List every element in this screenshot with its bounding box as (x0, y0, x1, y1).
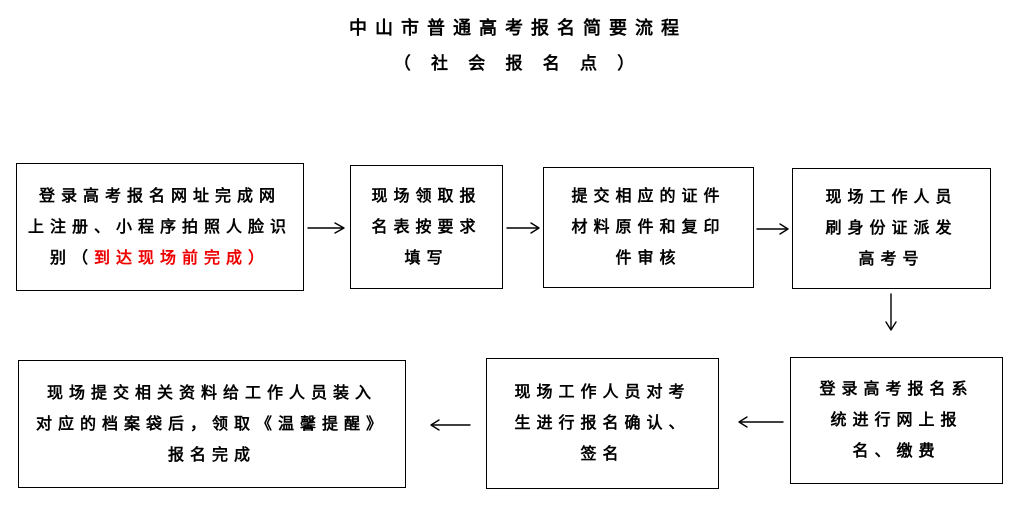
flow-step-5-online-signup-pay: 登录高考报名系 统进行网上报 名、缴费 (790, 357, 1003, 484)
flow-step-2-text: 现场领取报 名表按要求 填写 (371, 187, 482, 267)
flow-step-7-finish: 现场提交相关资料给工作人员装入 对应的档案袋后，领取《温馨提醒》 报名完成 (18, 360, 406, 488)
flow-step-1-text-black: 登录高考报名网址完成网 上注册、小程序拍照人脸识 别（ (27, 187, 292, 267)
flow-step-3-submit-documents: 提交相应的证件 材料原件和复印 件审核 (543, 167, 754, 288)
flow-step-7-text: 现场提交相关资料给工作人员装入 对应的档案袋后，领取《温馨提醒》 报名完成 (35, 384, 388, 464)
arrow-step5-to-step6-icon (738, 416, 784, 428)
flow-step-1-text: 登录高考报名网址完成网 上注册、小程序拍照人脸识 别（到达现场前完成） (28, 181, 292, 274)
flow-step-4-text: 现场工作人员 刷身份证派发 高考号 (825, 189, 958, 268)
flow-step-5-text: 登录高考报名系 统进行网上报 名、缴费 (819, 381, 974, 460)
flow-step-6-confirm-sign: 现场工作人员对考 生进行报名确认、 签名 (486, 358, 719, 489)
page-title: 中山市普通高考报名简要流程 (349, 18, 687, 38)
arrow-step1-to-step2-icon (307, 222, 345, 234)
arrow-step4-to-step5-icon (885, 293, 897, 331)
flow-step-1-online-register: 登录高考报名网址完成网 上注册、小程序拍照人脸识 别（到达现场前完成） (16, 163, 304, 291)
arrow-step6-to-step7-icon (430, 419, 471, 431)
arrow-step3-to-step4-icon (756, 223, 789, 235)
flow-step-6-text: 现场工作人员对考 生进行报名确认、 签名 (514, 384, 691, 463)
flow-step-4-issue-exam-number: 现场工作人员 刷身份证派发 高考号 (792, 168, 991, 289)
arrow-step2-to-step3-icon (506, 222, 540, 234)
page-subtitle: （ 社 会 报 名 点 ） (393, 54, 643, 73)
flow-step-3-text: 提交相应的证件 材料原件和复印 件审核 (571, 188, 726, 267)
flow-step-1-text-red: 到达现场前完成） (93, 249, 270, 267)
flow-step-2-get-form: 现场领取报 名表按要求 填写 (350, 165, 503, 289)
page-heading: 中山市普通高考报名简要流程 （ 社 会 报 名 点 ） (20, 16, 1016, 75)
